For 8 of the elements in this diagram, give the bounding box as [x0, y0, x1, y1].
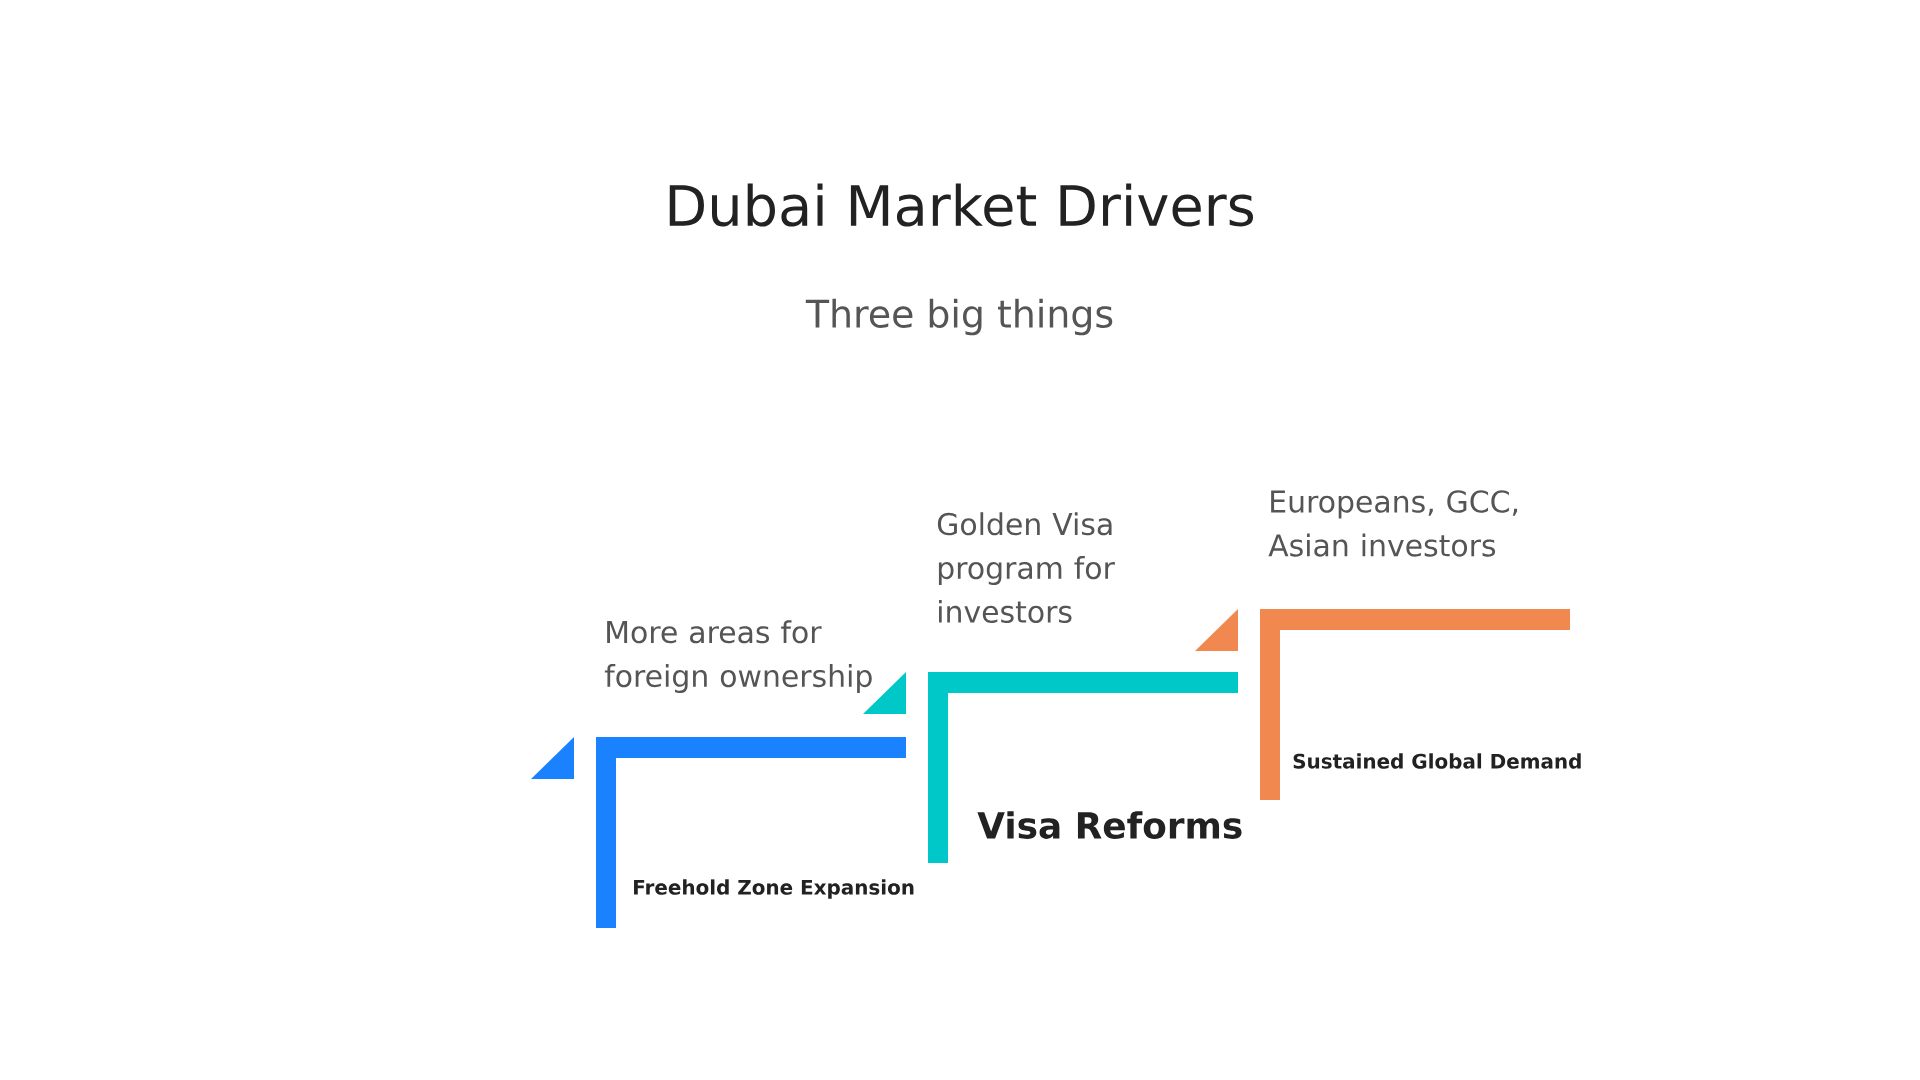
step-description: More areas for foreign ownership	[604, 620, 872, 693]
step-heading: Freehold Zone Expansion	[634, 879, 914, 899]
subtitle: Three big things	[805, 298, 1113, 336]
step-heading: Sustained Global Demand	[1293, 753, 1581, 769]
step-heading: Visa Reforms	[977, 811, 1242, 839]
step-description: Golden Visa program for investors	[937, 512, 1115, 623]
step-description: Europeans, GCC, Asian investors	[1268, 490, 1518, 557]
title: Dubai Market Drivers	[669, 183, 1253, 227]
